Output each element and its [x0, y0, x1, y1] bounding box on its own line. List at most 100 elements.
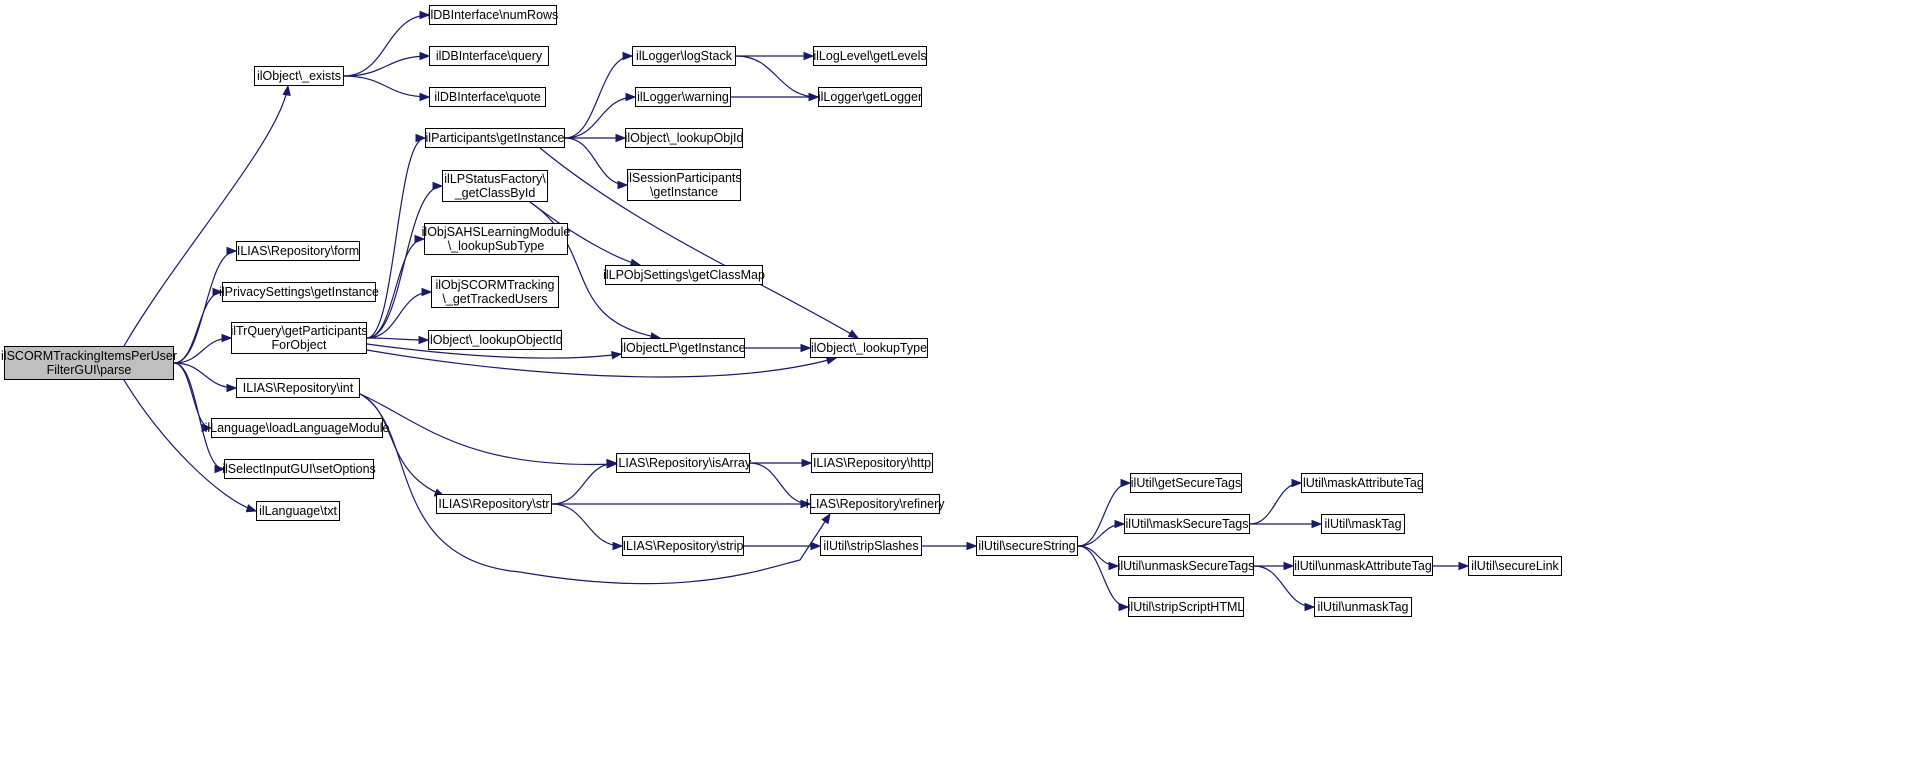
graph-node-sess-part[interactable]: ilSessionParticipants \getInstance — [626, 169, 742, 201]
graph-node-trquery[interactable]: ilTrQuery\getParticipants ForObject — [230, 322, 368, 354]
graph-node-unmask-tag[interactable]: ilUtil\unmaskTag — [1314, 597, 1412, 617]
graph-node-label: ilTrQuery\getParticipants ForObject — [230, 324, 368, 352]
graph-node-repo-int[interactable]: ILIAS\Repository\int — [236, 378, 360, 398]
edge-exists-to-numRows — [343, 10, 431, 77]
edge-root-to-exists — [123, 84, 291, 347]
graph-node-label: ilUtil\unmaskTag — [1317, 600, 1409, 614]
graph-node-label: ILIAS\Repository\isArray — [614, 456, 752, 470]
graph-node-label: ILIAS\Repository\form — [236, 244, 360, 258]
edge-logStack-to-getLevels — [736, 51, 815, 61]
graph-node-label: ilObject\_lookupObjectId — [427, 333, 563, 347]
graph-node-label: ilUtil\secureString — [978, 539, 1076, 553]
graph-node-label: ilLanguage\loadLanguageModule — [204, 421, 390, 435]
graph-node-log-stack[interactable]: ilLogger\logStack — [632, 46, 736, 66]
graph-node-lookup-object-id[interactable]: ilObject\_lookupObjectId — [427, 330, 563, 350]
edge-strip-to-stripSlashes — [744, 541, 822, 551]
graph-node-refinery[interactable]: ILIAS\Repository\refinery — [806, 494, 944, 514]
graph-node-strip-script-h-t-m-l[interactable]: ilUtil\stripScriptHTML — [1128, 597, 1244, 617]
edge-root-to-txt — [123, 379, 258, 513]
graph-node-label: ilUtil\maskAttributeTag — [1300, 476, 1424, 490]
edge-partGet-to-logStack — [564, 51, 634, 139]
graph-node-label: ilUtil\unmaskAttributeTag — [1294, 559, 1432, 573]
graph-node-str[interactable]: ILIAS\Repository\str — [436, 494, 552, 514]
graph-node-secure-string[interactable]: ilUtil\secureString — [976, 536, 1078, 556]
edge-trquery-to-sahs — [366, 234, 426, 339]
graph-node-get-secure-tags[interactable]: ilUtil\getSecureTags — [1130, 473, 1242, 493]
graph-node-scorm-track[interactable]: ilObjSCORMTracking \_getTrackedUsers — [431, 276, 559, 308]
graph-node-label: ilUtil\unmaskSecureTags — [1117, 559, 1255, 573]
edge-unmaskSecureTags-to-unmaskTag — [1253, 565, 1316, 612]
graph-node-get-levels[interactable]: ilLogLevel\getLevels — [813, 46, 927, 66]
graph-node-label: ILIAS\Repository\int — [242, 381, 354, 395]
edge-maskSecureTags-to-maskAttributeTag — [1249, 478, 1303, 525]
graph-node-label: ilUtil\stripSlashes — [823, 539, 919, 553]
graph-node-label: ilLogger\getLogger — [817, 90, 923, 104]
graph-node-label: ilUtil\secureLink — [1471, 559, 1559, 573]
graph-node-obj-l-p[interactable]: ilObjectLP\getInstance — [620, 338, 746, 358]
graph-node-label: ilLPStatusFactory\ _getClassById — [444, 172, 546, 200]
graph-node-label: ilUtil\getSecureTags — [1130, 476, 1242, 490]
edge-root-to-setOptions — [173, 362, 226, 474]
graph-node-strip-slashes[interactable]: ilUtil\stripSlashes — [820, 536, 922, 556]
graph-node-root: ilSCORMTrackingItemsPerUser FilterGUI\pa… — [1, 346, 177, 380]
graph-node-label: ilUtil\maskTag — [1324, 517, 1402, 531]
edge-secureString-to-maskSecureTags — [1077, 519, 1126, 547]
edge-str-to-isArray — [551, 458, 618, 505]
edge-partGet-to-lookupObjId — [565, 133, 627, 143]
edge-maskSecureTags-to-maskTag — [1250, 519, 1323, 529]
graph-node-txt[interactable]: ilLanguage\txt — [256, 501, 340, 521]
edge-str-to-strip — [551, 503, 624, 551]
edge-secureString-to-getSecureTags — [1077, 478, 1132, 547]
edge-partGet-to-sessPart — [564, 137, 629, 190]
graph-node-mask-attribute-tag[interactable]: ilUtil\maskAttributeTag — [1300, 473, 1424, 493]
graph-node-get-logger[interactable]: ilLogger\getLogger — [818, 87, 922, 107]
edge-repoInt-to-isArray — [355, 391, 618, 469]
graph-node-strip[interactable]: ILIAS\Repository\strip — [622, 536, 744, 556]
graph-node-label: ILIAS\Repository\str — [438, 497, 550, 511]
graph-node-lp-status[interactable]: ilLPStatusFactory\ _getClassById — [442, 170, 548, 202]
graph-node-label: ilObjSCORMTracking \_getTrackedUsers — [435, 278, 555, 306]
graph-node-lookup-type[interactable]: ilObject\_lookupType — [810, 338, 928, 358]
graph-node-part-get[interactable]: ilParticipants\getInstance — [425, 128, 565, 148]
graph-node-privacy[interactable]: ilPrivacySettings\getInstance — [219, 282, 379, 302]
graph-node-load-lang[interactable]: ilLanguage\loadLanguageModule — [205, 418, 389, 438]
graph-node-label: ilSessionParticipants \getInstance — [626, 171, 742, 199]
graph-node-mask-secure-tags[interactable]: ilUtil\maskSecureTags — [1124, 514, 1250, 534]
edge-isArray-to-http — [750, 458, 813, 468]
graph-node-class-map[interactable]: ilLPObjSettings\getClassMap — [603, 265, 765, 285]
graph-node-mask-tag[interactable]: ilUtil\maskTag — [1321, 514, 1405, 534]
graph-node-label: ilLogger\warning — [637, 90, 729, 104]
graph-node-lookup-obj-id[interactable]: ilObject\_lookupObjId — [625, 128, 743, 148]
graph-node-secure-link[interactable]: ilUtil\secureLink — [1468, 556, 1562, 576]
graph-node-label: ilUtil\stripScriptHTML — [1127, 600, 1245, 614]
graph-node-label: ilObject\_exists — [256, 69, 342, 83]
graph-node-label: ilDBInterface\quote — [434, 90, 541, 104]
graph-node-exists[interactable]: ilObject\_exists — [254, 66, 344, 86]
graph-node-sahs[interactable]: ilObjSAHSLearningModule \_lookupSubType — [421, 223, 571, 255]
graph-node-label: ilLPObjSettings\getClassMap — [603, 268, 765, 282]
graph-node-form[interactable]: ILIAS\Repository\form — [236, 241, 360, 261]
edge-exists-to-quote — [343, 75, 431, 102]
graph-node-set-options[interactable]: ilSelectInputGUI\setOptions — [222, 459, 376, 479]
graph-node-quote[interactable]: ilDBInterface\quote — [429, 87, 546, 107]
edge-str-to-refinery — [552, 499, 812, 509]
graph-node-http[interactable]: ILIAS\Repository\http — [811, 453, 933, 473]
graph-node-label: ilDBInterface\query — [435, 49, 543, 63]
graph-node-unmask-attribute-tag[interactable]: ilUtil\unmaskAttributeTag — [1293, 556, 1433, 576]
graph-node-query[interactable]: ilDBInterface\query — [429, 46, 549, 66]
graph-node-label: ilParticipants\getInstance — [425, 131, 565, 145]
graph-node-label: ilObjSAHSLearningModule \_lookupSubType — [421, 225, 571, 253]
edge-trquery-to-lookupType — [366, 349, 838, 378]
edge-exists-to-query — [343, 51, 431, 77]
graph-node-label: ilSCORMTrackingItemsPerUser FilterGUI\pa… — [1, 349, 177, 377]
graph-node-is-array[interactable]: ILIAS\Repository\isArray — [614, 453, 752, 473]
edge-repoInt-to-refinery — [355, 391, 831, 585]
graph-node-label: ILIAS\Repository\strip — [622, 539, 744, 553]
graph-node-label: ilLogger\logStack — [636, 49, 732, 63]
graph-node-label: ilObjectLP\getInstance — [620, 341, 746, 355]
edge-trquery-to-scormTrack — [366, 287, 433, 339]
graph-node-warning[interactable]: ilLogger\warning — [635, 87, 731, 107]
graph-node-num-rows[interactable]: ilDBInterface\numRows — [428, 5, 558, 25]
graph-node-unmask-secure-tags[interactable]: ilUtil\unmaskSecureTags — [1118, 556, 1254, 576]
